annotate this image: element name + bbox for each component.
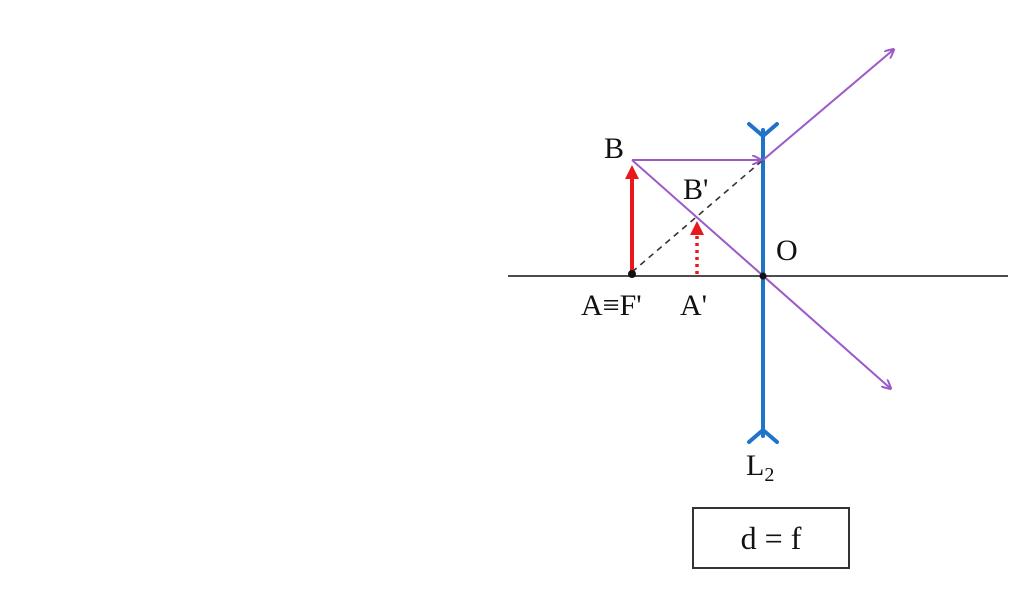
label-lens-L2: L2 — [746, 449, 775, 486]
label-A-prime: A' — [680, 289, 708, 322]
label-B-prime: B' — [683, 173, 709, 206]
point-O — [759, 272, 767, 280]
formula-text: d = f — [740, 519, 802, 556]
diverging-lens — [747, 122, 779, 444]
label-B: B — [604, 132, 625, 165]
construction-dashed-line — [631, 159, 764, 273]
label-A-F-prime: A≡F' — [581, 289, 642, 322]
lens-letter: L — [746, 449, 765, 482]
formula-box: d = f — [692, 507, 850, 569]
point-A-F-prime — [628, 270, 636, 278]
ray-refracted-diverging — [762, 50, 893, 161]
lens-index: 2 — [764, 464, 775, 486]
label-O: O — [776, 234, 798, 267]
